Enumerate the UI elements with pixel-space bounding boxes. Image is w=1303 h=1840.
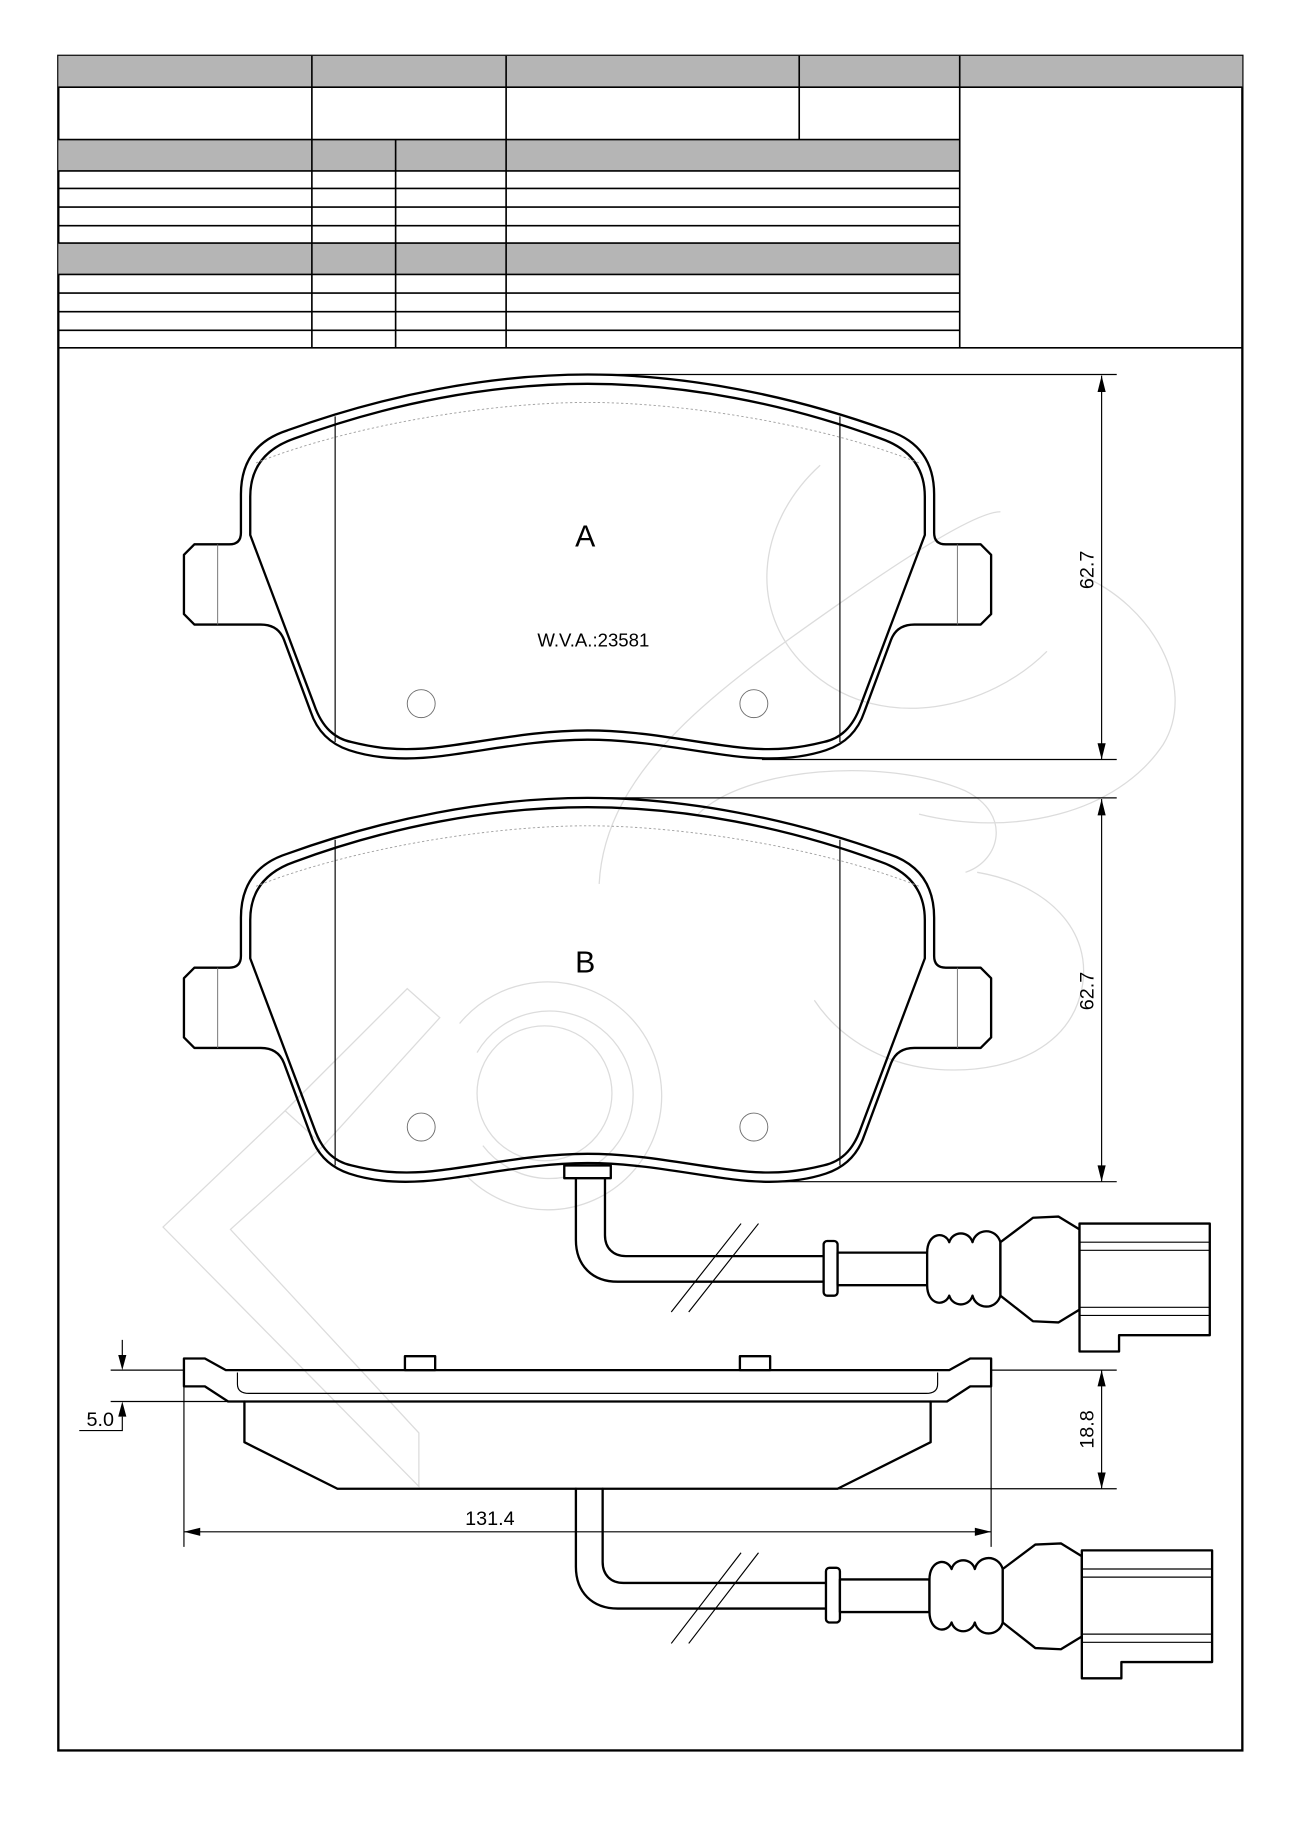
pad-b-front-view: B bbox=[182, 796, 993, 1183]
side-plate-inner-line bbox=[236, 1372, 939, 1394]
arrowhead bbox=[1097, 1472, 1106, 1489]
pad-a-friction-outline bbox=[249, 382, 926, 751]
watermark-ring-middle bbox=[476, 1010, 634, 1180]
arrowhead bbox=[1097, 375, 1106, 392]
pad-b-pin-hole-left bbox=[406, 1112, 436, 1142]
plate-thickness-dimension: 5.0 bbox=[86, 1409, 113, 1431]
watermark-swirl-2 bbox=[766, 464, 1048, 709]
connector-ring bbox=[822, 1239, 839, 1297]
title-block bbox=[58, 55, 1243, 349]
sensor-wire-inner bbox=[601, 1487, 828, 1585]
side-locating-stud-right bbox=[738, 1354, 772, 1372]
arrowhead bbox=[974, 1527, 992, 1536]
pad-a-pin-hole-left bbox=[406, 689, 436, 719]
pad-b-pin-hole-right bbox=[739, 1112, 769, 1142]
title-block-grid bbox=[58, 55, 1243, 349]
connector-ring bbox=[824, 1566, 842, 1624]
arrowhead bbox=[118, 1354, 127, 1371]
connector-sleeve bbox=[836, 1251, 929, 1287]
sensor-wire-inner bbox=[603, 1177, 825, 1258]
pad-b-height-dimension: 62.7 bbox=[1076, 972, 1098, 1010]
pad-a-front-view: A W.V.A.:23581 bbox=[182, 373, 993, 760]
connector-boot bbox=[925, 1230, 1002, 1308]
pad-b-label: B bbox=[575, 946, 595, 979]
plate-thickness-dimension-group: 5.0 bbox=[79, 1339, 229, 1432]
watermark-swirl-5 bbox=[813, 871, 1085, 1071]
side-locating-stud-left bbox=[403, 1354, 437, 1372]
connector-plug-lines bbox=[1081, 1568, 1213, 1643]
sensor-connector bbox=[822, 1215, 1211, 1353]
sensor-connector bbox=[824, 1542, 1214, 1680]
total-thickness-dimension-group: 18.8 bbox=[837, 1369, 1117, 1490]
watermark-swirl-3 bbox=[918, 575, 1176, 824]
pad-b-wear-line bbox=[255, 825, 920, 887]
wire-break-mark bbox=[670, 1223, 759, 1313]
leader-line bbox=[79, 1416, 123, 1432]
sheet-border bbox=[57, 54, 1244, 1752]
connector-boot bbox=[928, 1556, 1004, 1635]
watermark-chevron bbox=[162, 1109, 420, 1488]
parts-header-row bbox=[58, 139, 960, 171]
arrowhead bbox=[1097, 1165, 1106, 1182]
pad-b-wear-sensor bbox=[563, 1164, 1211, 1353]
watermark-swirl-1 bbox=[598, 511, 1001, 884]
arrowhead bbox=[1097, 1370, 1106, 1387]
pad-a-pin-hole-right bbox=[739, 689, 769, 719]
arrowhead bbox=[183, 1527, 201, 1536]
width-dimension-group: 131.4 bbox=[183, 1386, 992, 1547]
side-view-wear-sensor bbox=[574, 1487, 1214, 1680]
side-backing-plate bbox=[182, 1357, 993, 1403]
watermark-swirl-4 bbox=[697, 769, 997, 873]
connector-sleeve bbox=[838, 1578, 931, 1614]
title-header-row bbox=[58, 55, 1243, 88]
pad-a-marking: W.V.A.:23581 bbox=[537, 630, 649, 651]
pad-a-height-dimension-group: 62.7 bbox=[587, 373, 1117, 761]
watermark-chevron-top bbox=[284, 987, 441, 1147]
sensor-clip bbox=[563, 1164, 612, 1180]
pad-b-backing-plate-outline bbox=[182, 796, 993, 1183]
pad-a-height-dimension: 62.7 bbox=[1076, 551, 1098, 589]
width-dimension: 131.4 bbox=[465, 1508, 514, 1530]
total-thickness-dimension: 18.8 bbox=[1076, 1410, 1098, 1448]
pad-side-view bbox=[182, 1354, 993, 1490]
watermark-ring-outer bbox=[459, 981, 663, 1211]
side-friction-material bbox=[243, 1400, 932, 1490]
sensor-wire-outer bbox=[574, 1487, 828, 1610]
arrowhead bbox=[118, 1401, 127, 1417]
watermark-ring-inner bbox=[476, 1025, 613, 1162]
connector-plug bbox=[1078, 1222, 1211, 1353]
arrowhead bbox=[1097, 743, 1106, 760]
vehicles-header-row bbox=[58, 243, 960, 275]
watermark-logo bbox=[162, 464, 1176, 1488]
pad-a-label: A bbox=[575, 521, 596, 554]
pad-b-height-dimension-group: 62.7 bbox=[587, 797, 1117, 1183]
connector-plug bbox=[1080, 1549, 1214, 1680]
connector-body bbox=[1001, 1542, 1084, 1651]
arrowhead bbox=[1097, 799, 1106, 816]
pad-a-wear-line bbox=[255, 401, 920, 464]
connector-plug-lines bbox=[1079, 1241, 1210, 1317]
sensor-wire-outer bbox=[574, 1177, 825, 1283]
pad-b-friction-outline bbox=[249, 806, 926, 1174]
wire-break-mark bbox=[670, 1552, 759, 1644]
pad-a-backing-plate-outline bbox=[182, 373, 993, 760]
connector-body bbox=[999, 1215, 1081, 1324]
